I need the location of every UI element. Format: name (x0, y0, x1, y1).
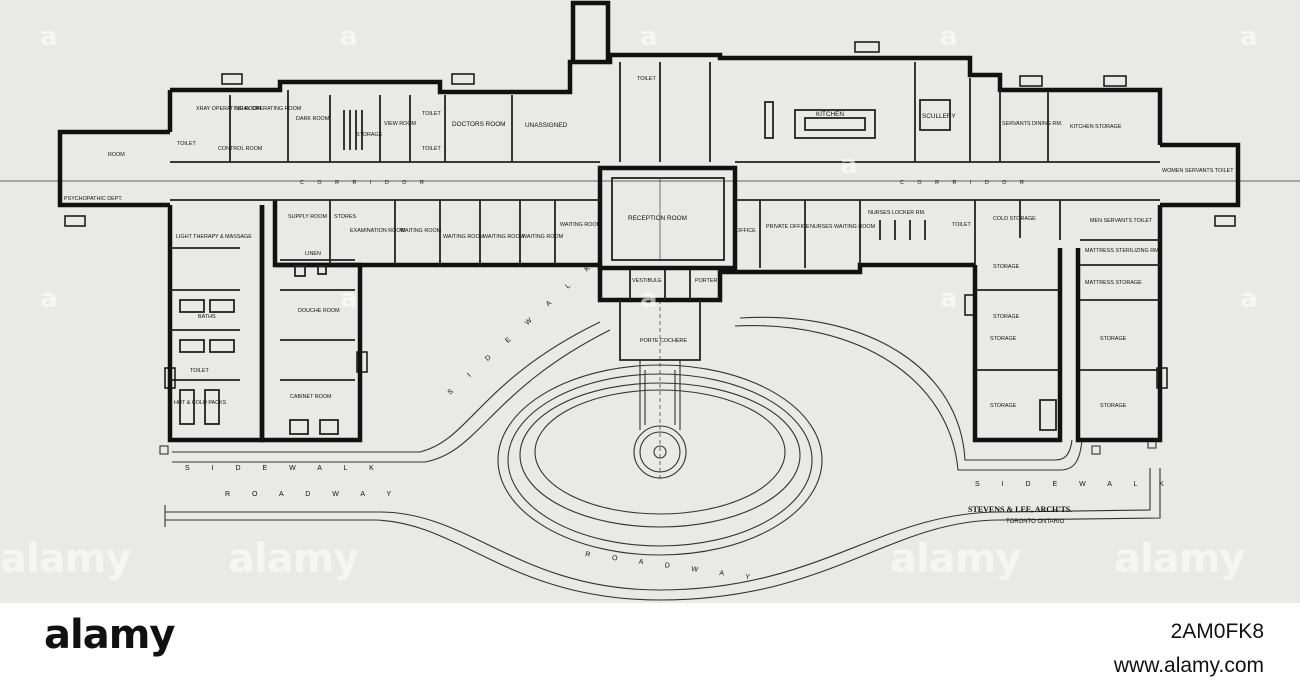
room-label-waiting5: WAITING ROOM (560, 222, 602, 228)
image-id: 2AM0FK8 (1170, 620, 1264, 643)
room-label-servants-dining: SERVANTS DINING RM. (1002, 121, 1062, 127)
footer-bar (0, 603, 1300, 692)
room-label-vestibule: VESTIBULE (632, 278, 662, 284)
watermark-mark: a (940, 22, 958, 52)
room-label-mattress-sterilizing: MATTRESS STERILIZING RM. (1085, 248, 1160, 254)
room-label-storage3: STORAGE (990, 336, 1017, 342)
watermark-mark: a (640, 22, 658, 52)
room-label-nurses-locker: NURSES LOCKER RM. (868, 210, 926, 216)
exterior-walls (57, 0, 1241, 443)
room-label-storage5: STORAGE (1100, 336, 1127, 342)
room-label-toilet-d: TOILET (177, 141, 196, 147)
room-label-doctors: DOCTORS ROOM (452, 121, 506, 128)
architects-credit: STEVENS & LEE, ARCH'TS. (968, 505, 1072, 514)
watermark-mark: a (340, 22, 358, 52)
room-label-light-therapy: LIGHT THERAPY & MASSAGE (176, 234, 252, 240)
sidewalk-curve-label: S I D E W A L K (447, 258, 599, 396)
room-label-toilet-e: TOILET (190, 368, 209, 374)
watermark-mark: a (840, 150, 858, 180)
architects-city: TORONTO ONTARIO (1006, 519, 1065, 525)
room-label-porte-cochere: PORTE COCHERE (640, 338, 687, 344)
room-label-psychopathic: PSYCHOPATHIC DEPT. (64, 196, 123, 202)
room-label-view: VIEW ROOM (384, 121, 417, 127)
room-label-waiting4: WAITING ROOM (522, 234, 564, 240)
watermark-mark: a (340, 284, 358, 314)
room-label-dark: DARK ROOM (296, 116, 330, 122)
room-label-storage-small: STORAGE (356, 132, 383, 138)
room-label-waiting1: WAITING ROOM (400, 228, 442, 234)
room-label-cabinet: CABINET ROOM (290, 394, 332, 400)
room-label-mattress-storage: MATTRESS STORAGE (1085, 280, 1142, 286)
room-label-room: ROOM (108, 152, 125, 158)
watermark-mark: a (940, 284, 958, 314)
roadway-curve-label: R O A D W A Y (585, 551, 760, 582)
room-label-scullery: SCULLERY (922, 113, 956, 120)
alamy-logo[interactable]: alamy (44, 612, 175, 658)
interior-walls (170, 62, 1160, 435)
watermark-mark: a (1240, 284, 1258, 314)
room-label-men-servants: MEN SERVANTS TOILET (1090, 218, 1153, 224)
corridor-label-right: C O R R I D O R (900, 180, 1030, 186)
room-label-toilet-c: TOILET (637, 76, 656, 82)
room-label-linen: LINEN (305, 251, 321, 257)
watermark-logo: alamy (228, 536, 359, 582)
roadway-left-label: R O A D W A Y (225, 491, 401, 498)
room-label-storage1: STORAGE (993, 264, 1020, 270)
room-label-unassigned: UNASSIGNED (525, 122, 568, 129)
sidewalk-right-label: S I D E W A L K (975, 481, 1174, 488)
room-label-storage4: STORAGE (990, 403, 1017, 409)
room-label-control: CONTROL ROOM (218, 146, 263, 152)
room-label-toilet-a: TOILET (422, 111, 441, 117)
room-label-baths: BATHS (198, 314, 216, 320)
roof-features (64, 41, 1236, 389)
room-label-porter: PORTER (695, 278, 717, 284)
room-label-douche: DOUCHE ROOM (298, 308, 340, 314)
room-label-waiting2: WAITING ROOM (443, 234, 485, 240)
room-label-toilet-b: TOILET (422, 146, 441, 152)
watermark-mark: a (40, 284, 58, 314)
site-url[interactable]: www.alamy.com (1113, 654, 1264, 677)
room-label-xray1: XRAY OPERATING ROOM (196, 106, 262, 112)
room-label-hot-cold: HOT & COLD PACKS (174, 400, 227, 406)
watermark-mark: a (40, 22, 58, 52)
watermark-logo: alamy (1114, 536, 1245, 582)
room-label-storage6: STORAGE (1100, 403, 1127, 409)
room-label-xray2: XRAY OPERATING ROOM (236, 106, 302, 112)
room-label-stores: STORES (334, 214, 356, 220)
floor-plan: XRAY OPERATING ROOM XRAY OPERATING ROOM … (0, 0, 1300, 601)
room-label-examination: EXAMINATION ROOM (350, 228, 406, 234)
watermark-logo: alamy (890, 536, 1021, 582)
sidewalk-left-label: S I D E W A L K (185, 465, 384, 472)
corridor-label-left: C O R R I D O R (300, 180, 430, 186)
room-label-waiting3: WAITING ROOM (483, 234, 525, 240)
stock-info: 2AM0FK8 www.alamy.com (1114, 620, 1264, 678)
room-label-kitchen: KITCHEN (816, 111, 844, 118)
room-label-kitchen-storage: KITCHEN STORAGE (1070, 124, 1122, 130)
room-label-private-office: PRIVATE OFFICE (766, 224, 810, 230)
watermark-logo: alamy (0, 536, 131, 582)
watermark-mark: a (640, 284, 658, 314)
watermark-mark: a (1240, 22, 1258, 52)
room-label-supply: SUPPLY ROOM (288, 214, 328, 220)
room-label-office: OFFICE (736, 228, 756, 234)
room-label-nurses-waiting: NURSES WAITING ROOM (810, 224, 876, 230)
site-lines (159, 300, 1161, 601)
room-label-reception: RECEPTION ROOM (628, 215, 687, 222)
room-label-storage2: STORAGE (993, 314, 1020, 320)
room-label-toilet-f: TOILET (952, 222, 971, 228)
room-label-cold-storage: COLD STORAGE (993, 216, 1036, 222)
room-label-women-servants: WOMEN SERVANTS TOILET (1162, 168, 1234, 174)
